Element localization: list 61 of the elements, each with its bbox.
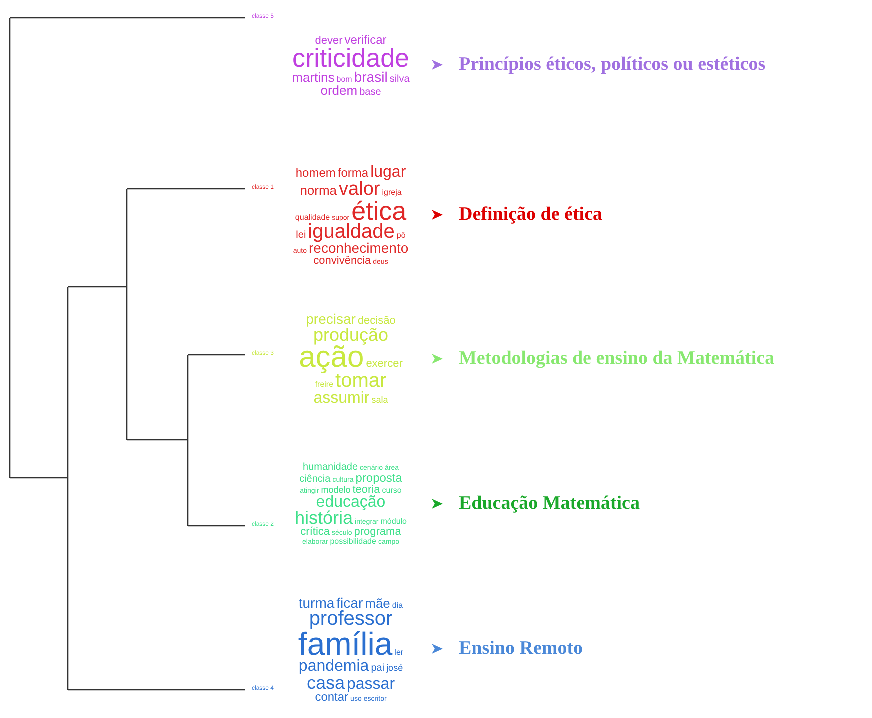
cloud-word: igreja	[382, 188, 402, 196]
cloud-word: proposta	[356, 472, 402, 484]
cloud-word: dever	[315, 36, 343, 46]
cloud-word: produção	[313, 326, 389, 344]
cloud-word: crítica	[300, 527, 330, 538]
cluster-heading: Definição de ética	[459, 204, 603, 226]
cloud-word: criticidade	[292, 46, 410, 72]
cloud-word: passar	[347, 676, 396, 692]
cluster-heading: Ensino Remoto	[459, 638, 584, 660]
cluster-heading: Metodologias de ensino da Matemática	[459, 348, 775, 370]
cloud-word: possibilidade	[330, 538, 376, 546]
cloud-word: base	[360, 88, 382, 98]
cloud-word: pô	[396, 232, 406, 240]
cloud-word: família	[298, 628, 393, 660]
cloud-word: curso	[382, 486, 402, 494]
cloud-word: lugar	[370, 165, 406, 181]
cloud-word: precisar	[306, 313, 356, 327]
cloud-word: assumir	[314, 391, 370, 407]
cloud-word: silva	[390, 75, 410, 85]
cloud-word: exercer	[366, 358, 403, 370]
cloud-word: educação	[316, 495, 386, 510]
cluster-heading: Princípios éticos, políticos ou estéticos	[459, 54, 766, 76]
cloud-word: programa	[354, 527, 402, 538]
cluster-heading: Educação Matemática	[459, 493, 640, 515]
cloud-word: valor	[339, 180, 380, 199]
cloud-word: teoria	[352, 484, 380, 495]
cloud-word: reconhecimento	[309, 242, 409, 256]
cloud-word: turma	[298, 596, 335, 610]
cloud-word: homem	[296, 168, 336, 180]
cloud-word: tomar	[336, 372, 387, 392]
cloud-word: modelo	[321, 486, 351, 494]
cloud-word: freire	[315, 381, 334, 390]
cloud-word: módulo	[380, 518, 407, 526]
cloud-word: norma	[300, 184, 338, 197]
cloud-word: professor	[309, 610, 393, 629]
cloud-word: pandemia	[298, 659, 370, 675]
cloud-word: brasil	[354, 71, 388, 84]
cloud-word: história	[294, 510, 354, 528]
cloud-word: ler	[394, 648, 404, 657]
cloud-word: casa	[306, 674, 345, 692]
cloud-word: bom	[336, 76, 352, 84]
cloud-word: igualdade	[308, 223, 395, 242]
cloud-word: martins	[292, 72, 335, 84]
cloud-word: lei	[296, 231, 306, 241]
cloud-word: sala	[372, 396, 388, 405]
cloud-word: mãe	[365, 598, 390, 610]
cloud-word: josé	[386, 664, 404, 673]
cloud-word: verificar	[344, 34, 387, 46]
cloud-word: convivência	[314, 256, 372, 266]
cloud-word: ciência	[300, 474, 331, 484]
cloud-word: pai	[371, 664, 385, 674]
cloud-word: ética	[352, 198, 407, 224]
cloud-word: contar	[315, 692, 349, 704]
cloud-word: humanidade	[302, 463, 358, 473]
cloud-word: ficar	[336, 596, 364, 610]
cloud-word: dia	[392, 602, 404, 610]
cloud-word: qualidade	[295, 214, 330, 222]
cloud-word: decisão	[358, 316, 396, 327]
cloud-word: forma	[338, 168, 369, 180]
cloud-word: ação	[299, 344, 364, 372]
cloud-word: ordem	[320, 84, 358, 97]
